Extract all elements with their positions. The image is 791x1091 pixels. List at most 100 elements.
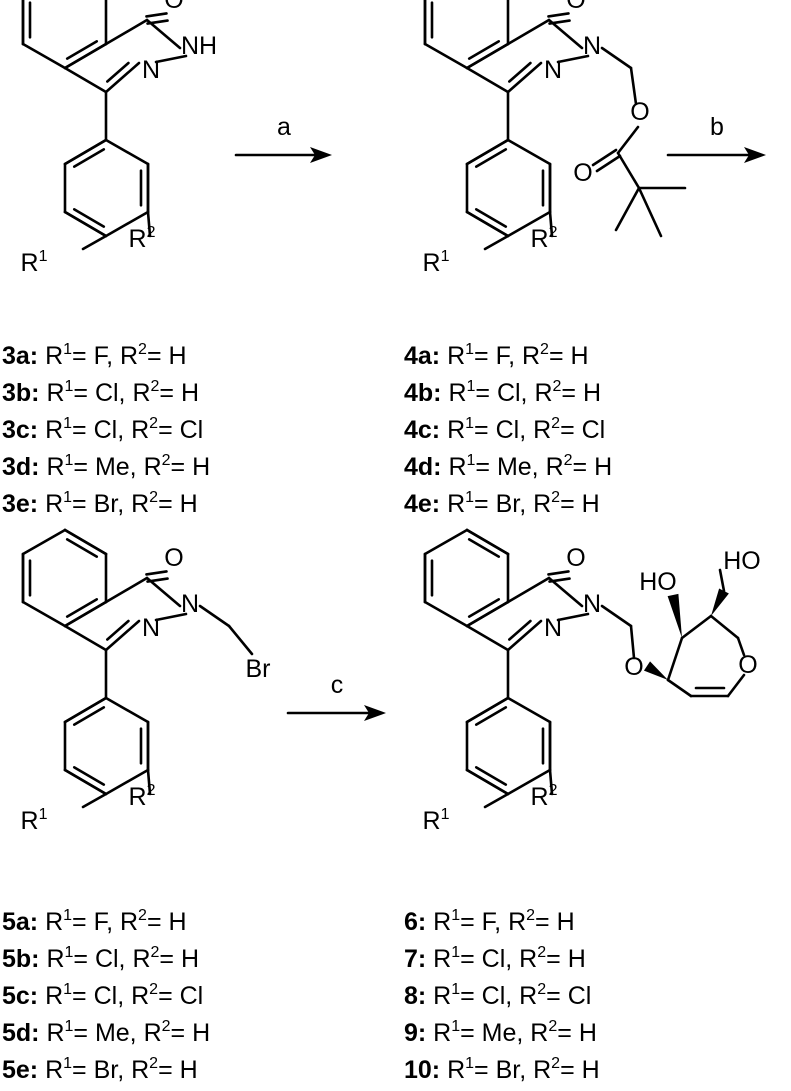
double-bond-line — [72, 148, 106, 168]
bond — [21, 42, 67, 70]
bond — [506, 619, 543, 652]
bromine-atom: Br — [246, 655, 271, 683]
bond — [423, 600, 469, 628]
bond — [726, 673, 746, 698]
reaction-condition-label: c — [331, 671, 344, 699]
compound-list-5: 5a: R1= F, R2= H5b: R1= Cl, R2= H5c: R1=… — [2, 907, 210, 1084]
compound-entry: 3a: R1= F, R2= H — [2, 341, 187, 370]
bond — [680, 614, 713, 640]
wedge-bond — [643, 661, 668, 680]
bond — [629, 66, 638, 106]
bond — [21, 528, 67, 556]
bond — [616, 151, 641, 190]
bond — [104, 619, 141, 652]
compound-entry: 5b: R1= Cl, R2= H — [2, 944, 199, 973]
bond — [465, 210, 510, 238]
double-bond-line — [145, 12, 168, 18]
r1-substituent: R1 — [423, 806, 450, 835]
bond — [666, 636, 684, 682]
oxygen-atom: O — [573, 159, 592, 187]
double-bond-line — [591, 148, 618, 167]
double-bond-line — [547, 12, 570, 18]
arrow-head — [310, 147, 332, 163]
bond — [616, 125, 640, 155]
bond — [423, 42, 469, 70]
bond — [718, 568, 726, 593]
bond — [506, 138, 552, 166]
double-bond-line — [146, 577, 169, 583]
bond — [21, 600, 67, 628]
oxygen-atom: O — [738, 651, 757, 679]
oxygen-atom: O — [164, 544, 183, 572]
bond — [465, 600, 510, 628]
oxygen-atom: O — [164, 0, 183, 14]
bond — [736, 636, 746, 657]
bond — [227, 624, 254, 656]
bond — [81, 234, 108, 251]
compound-entry: 3d: R1= Me, R2= H — [2, 452, 210, 481]
bond — [465, 42, 510, 70]
bond — [547, 18, 584, 50]
double-bond-line — [145, 570, 168, 576]
double-bond-line — [72, 766, 106, 786]
r2-substituent: R2 — [129, 782, 156, 811]
nh-group: NH — [181, 32, 217, 60]
double-bond-line — [106, 619, 130, 641]
nitrogen-atom: N — [142, 614, 160, 642]
double-bond-line — [467, 40, 501, 60]
bond — [600, 604, 633, 628]
compound-entry: 3e: R1= Br, R2= H — [2, 489, 198, 518]
double-bond-line — [467, 598, 501, 618]
compound-entry: 3b: R1= Cl, R2= H — [2, 378, 199, 407]
bond — [506, 576, 551, 604]
double-bond-line — [474, 766, 508, 786]
bond — [63, 528, 108, 556]
bond — [104, 576, 149, 604]
arrow-a: a — [234, 113, 332, 163]
bond — [506, 696, 552, 724]
compound-entry: 6: R1= F, R2= H — [404, 907, 575, 936]
double-bond-line — [106, 61, 130, 83]
double-bond-line — [65, 538, 99, 558]
compound-entry: 10: R1= Br, R2= H — [404, 1055, 600, 1084]
r2-substituent: R2 — [531, 782, 558, 811]
oxygen-atom: O — [630, 98, 649, 126]
bond — [556, 54, 590, 64]
nitrogen-atom: N — [181, 590, 199, 618]
bond — [483, 234, 510, 251]
double-bond-line — [146, 19, 169, 25]
bond — [146, 210, 152, 238]
bond — [198, 604, 231, 628]
bond — [145, 576, 182, 608]
bond — [483, 792, 510, 809]
bond — [63, 210, 108, 238]
bond — [63, 624, 108, 652]
compound-entry: 8: R1= Cl, R2= Cl — [404, 981, 591, 1010]
compound-entry: 5e: R1= Br, R2= H — [2, 1055, 198, 1084]
double-bond-line — [508, 61, 532, 83]
double-bond-line — [474, 148, 508, 168]
bond — [63, 768, 108, 796]
bond — [666, 678, 693, 698]
bond — [63, 600, 108, 628]
double-bond-line — [595, 154, 622, 173]
bond — [629, 624, 636, 660]
r2-substituent: R2 — [531, 224, 558, 253]
bond — [423, 528, 469, 556]
compound-list-3: 3a: R1= F, R2= H3b: R1= Cl, R2= H3c: R1=… — [2, 341, 210, 518]
oxygen-atom: O — [566, 0, 585, 14]
bond — [63, 138, 108, 166]
bond — [709, 614, 740, 640]
compound-entry: 4a: R1= F, R2= H — [404, 341, 589, 370]
hydroxyl-group: HO — [639, 568, 677, 596]
double-bond-line — [547, 570, 570, 576]
bond — [614, 186, 641, 232]
r1-substituent: R1 — [423, 248, 450, 277]
bond — [465, 768, 510, 796]
bond — [63, 42, 108, 70]
bond — [556, 612, 590, 622]
double-bond-line — [65, 40, 99, 60]
bond — [104, 768, 150, 796]
